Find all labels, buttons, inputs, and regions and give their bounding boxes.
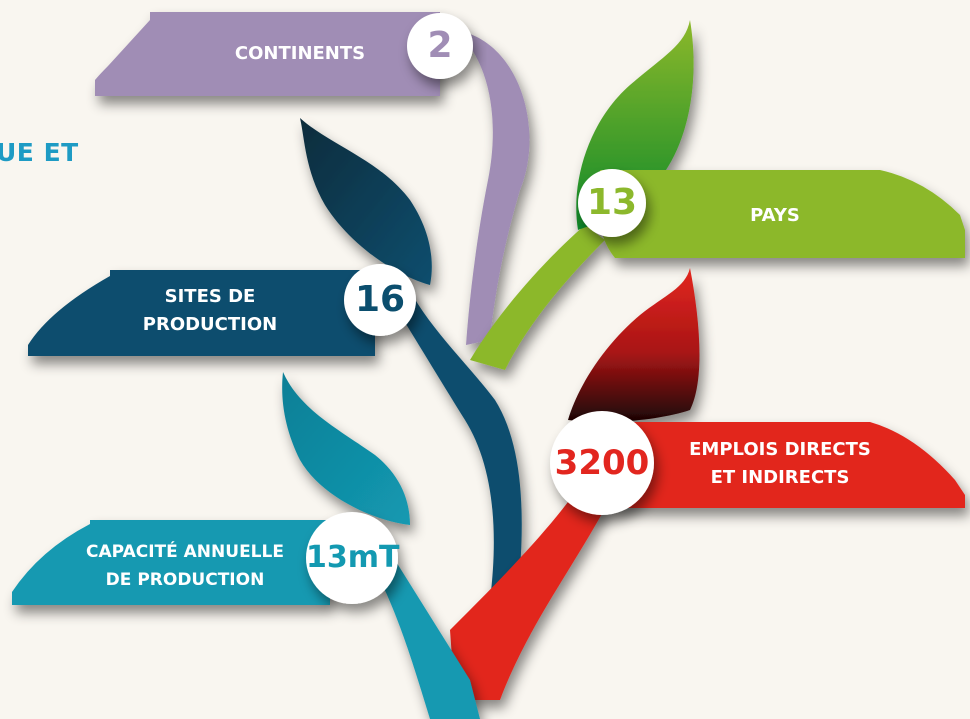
- emplois-leaf: [568, 268, 700, 422]
- emplois-label-line-1: EMPLOIS DIRECTS: [689, 439, 871, 460]
- pays-stem: [470, 225, 605, 370]
- emplois-banner: [600, 422, 965, 508]
- capacite-banner: [12, 520, 330, 605]
- sites-banner: [28, 270, 375, 356]
- emplois-label: EMPLOIS DIRECTS ET INDIRECTS: [660, 436, 900, 492]
- emplois-branch: [450, 268, 965, 700]
- continents-number-circle: [407, 13, 473, 79]
- continents-number: 2: [427, 25, 453, 66]
- pays-number: 13: [586, 182, 638, 223]
- capacite-number-circle: [306, 512, 398, 604]
- sites-number-circle: [344, 264, 416, 336]
- emplois-label-line-2: ET INDIRECTS: [710, 467, 850, 488]
- capacite-stem: [380, 560, 480, 719]
- capacite-branch: [12, 372, 480, 719]
- sites-leaf: [300, 118, 432, 285]
- sites-number: 16: [354, 279, 406, 320]
- pays-banner: [600, 170, 965, 258]
- pays-label-line-1: PAYS: [750, 205, 800, 226]
- pays-number-circle: [578, 169, 646, 237]
- capacite-number: 13mT: [306, 540, 400, 575]
- emplois-number-circle: [550, 411, 654, 515]
- emplois-stem: [450, 470, 620, 700]
- capacite-label-line-2: DE PRODUCTION: [105, 570, 265, 590]
- pays-label: PAYS: [660, 202, 890, 230]
- pays-branch: [470, 20, 965, 370]
- continents-label: CONTINENTS: [180, 40, 420, 68]
- capacite-label: CAPACITÉ ANNUELLE DE PRODUCTION: [60, 538, 310, 594]
- continents-branch: [95, 12, 530, 345]
- capacite-label-line-1: CAPACITÉ ANNUELLE: [86, 542, 284, 562]
- capacite-leaf: [282, 372, 410, 525]
- continents-stem: [455, 30, 530, 345]
- sites-label-line-2: PRODUCTION: [142, 314, 278, 335]
- sites-label-line-1: SITES DE: [164, 286, 256, 307]
- sites-label: SITES DE PRODUCTION: [110, 283, 310, 339]
- continents-banner: [95, 12, 440, 96]
- continents-label-line-1: CONTINENTS: [234, 43, 366, 64]
- sites-branch: [28, 118, 522, 600]
- section-heading: UE ET: [0, 138, 79, 167]
- emplois-number: 3200: [554, 443, 650, 483]
